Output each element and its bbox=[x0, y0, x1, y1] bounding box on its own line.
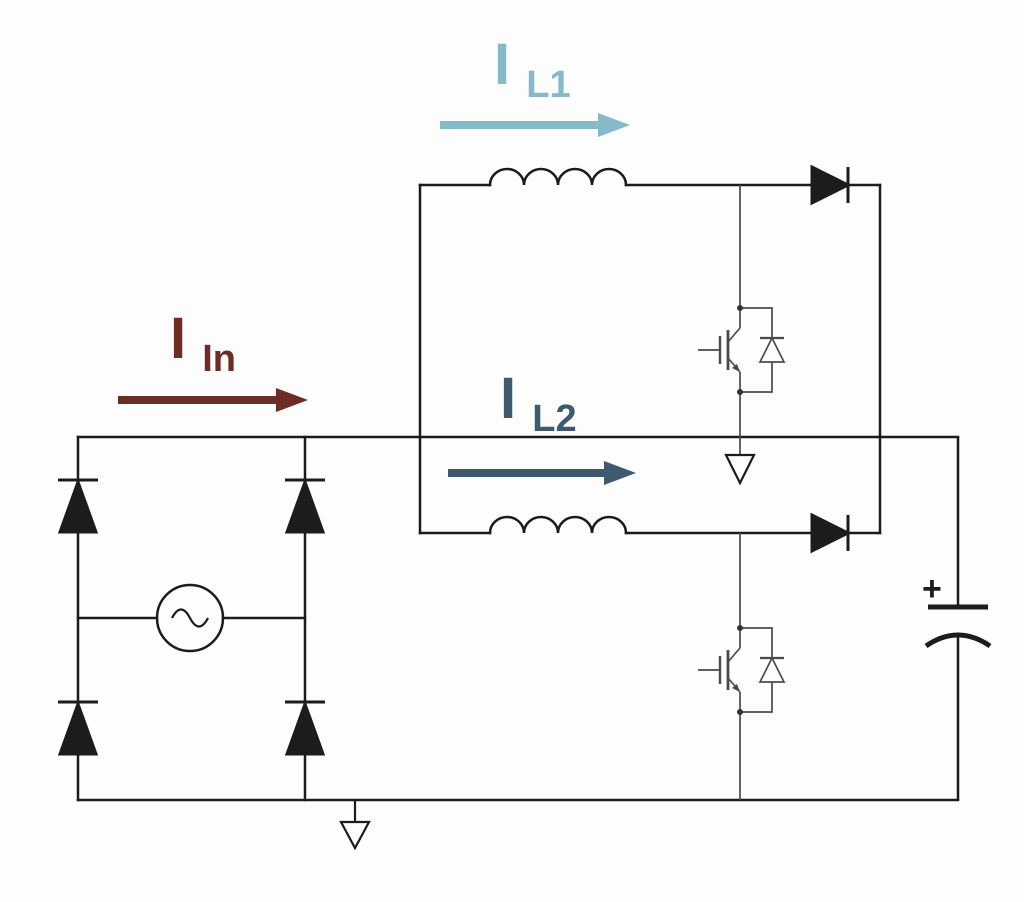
igbt1-node-bottom bbox=[737, 389, 743, 395]
capacitor-plus-sign: + bbox=[922, 570, 942, 608]
igbt2-emitter-arrow bbox=[732, 684, 740, 692]
current-label-iin: I In bbox=[170, 306, 236, 380]
bridge-diode-bottom-left bbox=[57, 699, 99, 756]
current-arrow-il2 bbox=[448, 461, 636, 485]
grounds bbox=[339, 453, 756, 851]
ac-source bbox=[155, 583, 225, 653]
current-arrow-il1 bbox=[440, 113, 630, 137]
igbt1-emitter-arrow bbox=[732, 364, 740, 372]
il2-symbol: I bbox=[500, 366, 516, 431]
boost-diode-2 bbox=[810, 512, 852, 554]
bridge-diode-top-left bbox=[57, 477, 99, 534]
capacitor-bottom-plate bbox=[924, 632, 992, 649]
wires bbox=[76, 167, 960, 802]
igbt1-node-top bbox=[737, 305, 743, 311]
bridge-diode-bottom-right bbox=[284, 699, 326, 756]
igbt1-collector-diagonal bbox=[727, 327, 741, 343]
iin-subscript: In bbox=[202, 338, 236, 380]
output-capacitor bbox=[924, 437, 992, 800]
igbt-switch-1 bbox=[698, 185, 786, 455]
igbt1-antiparallel-diode bbox=[758, 336, 786, 363]
igbt2-node-top bbox=[737, 625, 743, 631]
ac-source-circle bbox=[155, 583, 225, 653]
ground-symbol-igbt1 bbox=[724, 453, 756, 486]
bridge-diode-top-right bbox=[284, 477, 326, 534]
igbt2-collector-diagonal bbox=[727, 647, 741, 663]
inductor-l2 bbox=[488, 515, 628, 535]
ground-symbol-bottom bbox=[339, 820, 371, 851]
iin-symbol: I bbox=[170, 306, 186, 371]
current-arrow-iin bbox=[118, 388, 308, 412]
current-label-il2: I L2 bbox=[500, 366, 577, 440]
il1-symbol: I bbox=[494, 32, 510, 97]
bridge-rectifier bbox=[57, 477, 326, 756]
sine-wave-icon bbox=[171, 608, 209, 628]
igbt2-antiparallel-diode bbox=[758, 656, 786, 683]
boost-diode-1 bbox=[810, 164, 852, 206]
il2-subscript: L2 bbox=[532, 398, 576, 440]
boost-diodes bbox=[810, 164, 852, 554]
igbt-switch-2 bbox=[698, 533, 786, 800]
current-label-il1: I L1 bbox=[494, 32, 571, 106]
il1-subscript: L1 bbox=[526, 64, 570, 106]
inductor-l1 bbox=[488, 167, 628, 187]
igbt2-node-bottom bbox=[737, 709, 743, 715]
